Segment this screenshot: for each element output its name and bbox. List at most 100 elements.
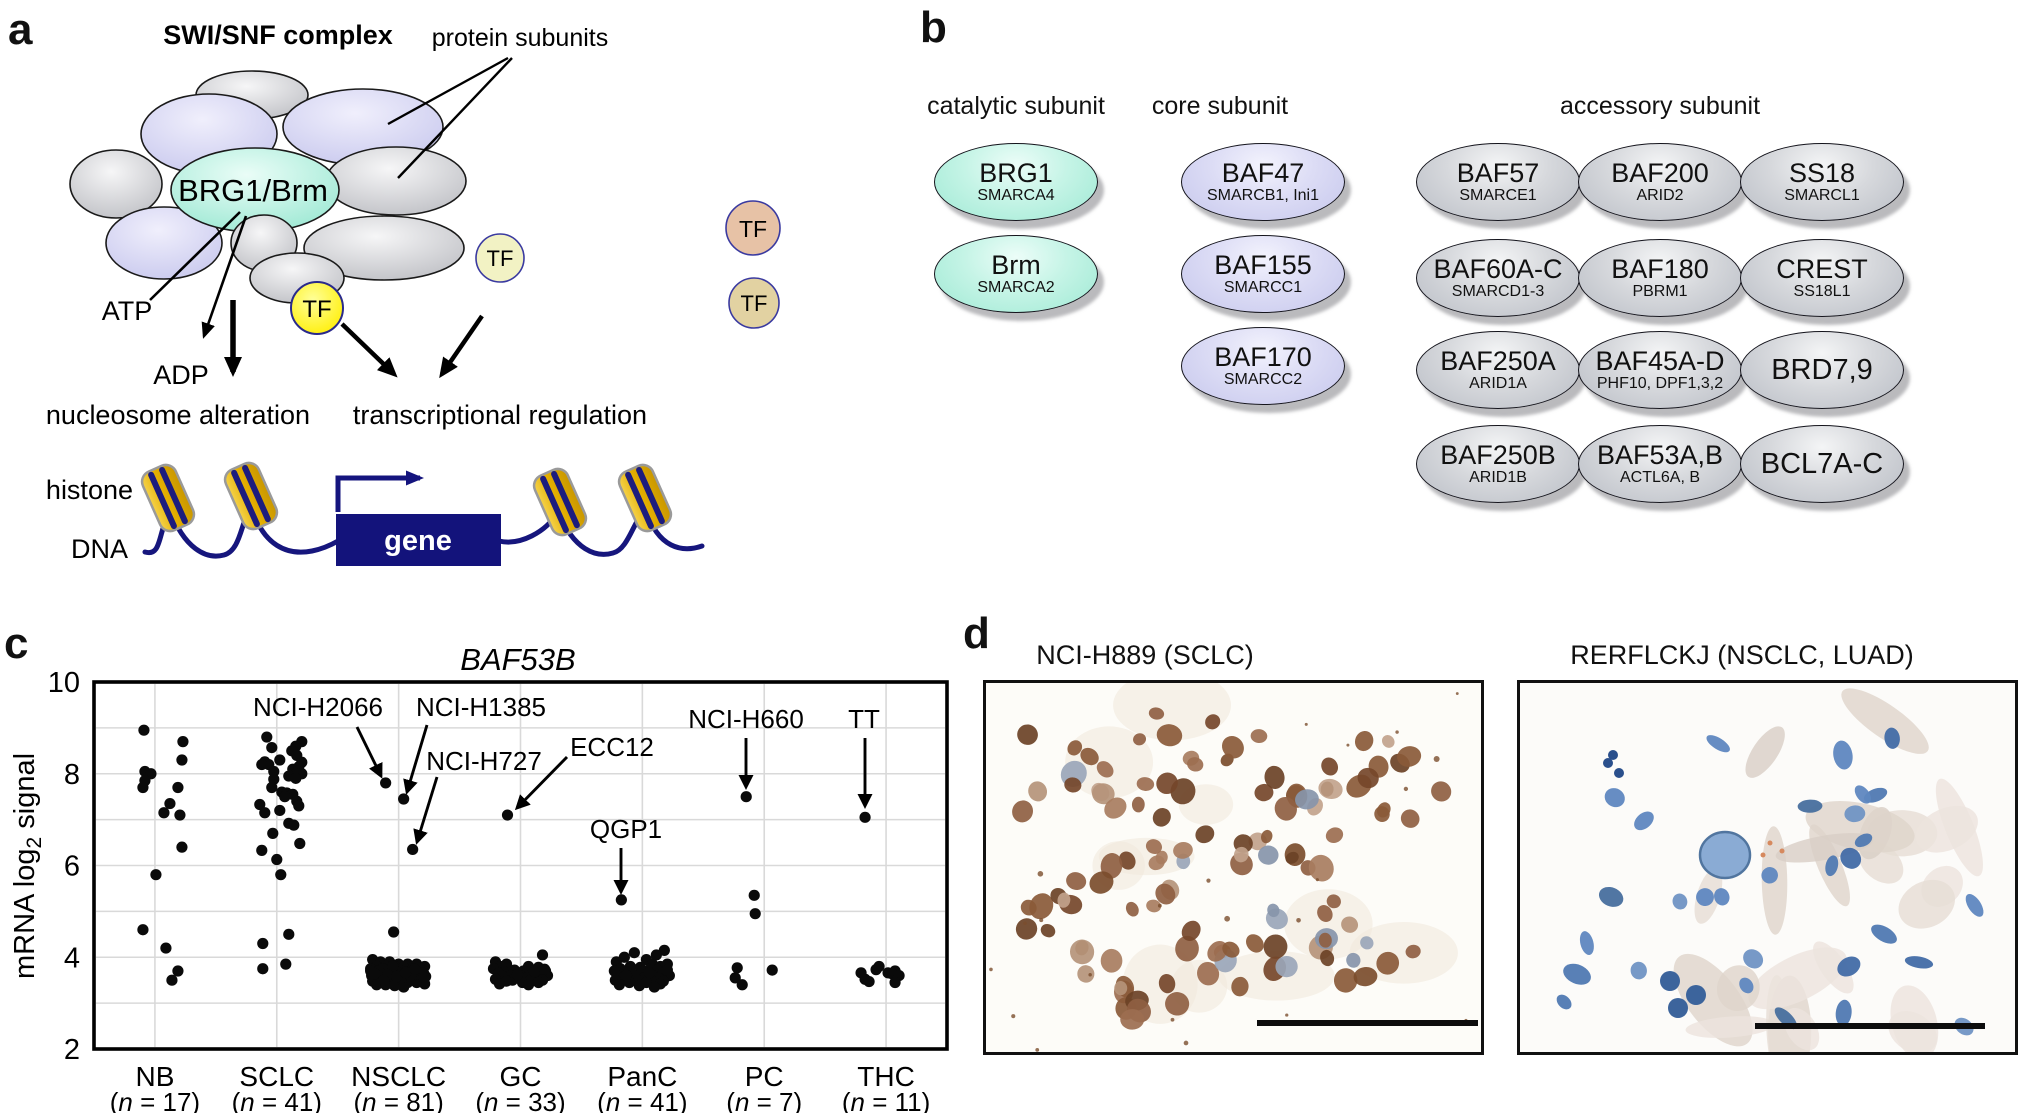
data-point-SCLC [290,772,302,784]
complex-subunit-ellipse [105,206,223,280]
subunit-alias: PBRM1 [1632,282,1688,300]
transcriptional-regulation-label: transcriptional regulation [353,400,647,430]
data-point-GC [522,979,535,991]
data-point-SCLC [271,853,283,866]
subunit-name: BAF60A-C [1433,254,1563,285]
subunit-oval-bcl7a-c: BCL7A-C [1740,425,1904,503]
data-point-THC [859,811,871,823]
subunit-name: BAF200 [1611,158,1709,189]
data-point-NB [172,965,184,977]
data-point-SCLC [254,798,266,811]
subunit-alias: SMARCE1 [1459,186,1537,204]
data-point-NB [177,736,189,748]
data-point-PanC [661,964,673,976]
data-point-PC [748,889,760,901]
subunit-alias: SMARCD1-3 [1451,282,1545,300]
nucleosome [140,463,196,533]
panel-b-label: b [920,3,947,52]
x-category-label: NSCLC [351,1061,446,1092]
x-category-n: (n = 41) [597,1087,687,1113]
data-point-NB [176,841,188,853]
subunit-name: BAF47 [1221,158,1305,189]
subunit-name: BAF180 [1611,254,1709,285]
annotation-arrow [413,776,439,845]
annotation-arrow [355,726,383,779]
transcription-start-arrow [335,470,424,512]
subunit-alias: SMARCA4 [977,186,1055,204]
dna-strand [496,506,705,557]
data-point-PC [766,964,778,976]
chart-title: BAF53B [460,642,575,677]
data-point-NB [137,924,149,936]
data-point-NB [158,807,170,819]
subunit-name: BCL7A-C [1760,447,1884,480]
data-point-PanC [643,967,655,979]
annotation-label: NCI-H727 [426,746,542,776]
data-point-NB [150,869,162,881]
core-subunit-header: core subunit [1151,92,1289,120]
subunit-name: BAF53A,B [1596,440,1724,471]
subunit-oval-brd7-9: BRD7,9 [1740,331,1904,409]
tf-circle-gold [728,277,780,329]
catalytic-subunit-header: catalytic subunit [927,92,1105,120]
data-point-PC [740,791,752,803]
annotation-arrow [514,755,569,811]
data-point-THC [863,975,875,988]
data-point-SCLC [259,807,271,819]
subunit-alias: SS18L1 [1793,282,1851,300]
annotation-label: NCI-H2066 [253,692,383,722]
atp-label: ATP [102,296,153,326]
y-tick-label: 4 [64,942,80,974]
tf-regulation-arrow [439,314,484,379]
panel-a-label: a [8,5,33,54]
nucleosome [223,461,279,531]
data-point-NB [174,809,186,821]
annotation-label: NCI-H1385 [416,692,546,722]
data-point-SCLC [261,731,273,743]
x-category-n: (n = 7) [726,1087,802,1113]
data-point-NSCLC [398,793,410,805]
x-category-n: (n = 17) [110,1087,200,1113]
right-image-title: RERFLCKJ (NSCLC, LUAD) [1570,640,1914,670]
brg1-brm-label: BRG1/Brm [178,173,328,208]
subunit-alias: ARID1A [1469,374,1527,392]
tf-label: TF [741,291,768,316]
data-point-PanC [650,949,662,961]
data-point-SCLC [288,819,300,831]
data-point-GC [536,949,549,961]
subunit-alias: SMARCC1 [1223,278,1303,296]
data-point-NSCLC [380,777,392,789]
subunit-name: BAF170 [1214,342,1312,373]
data-point-SCLC [274,804,286,817]
swisnf-diagram: SWI/SNF complex protein subunits BRG1/Br… [46,20,781,566]
protein-subunits-label: protein subunits [432,24,609,52]
y-tick-label: 8 [64,759,80,791]
adp-arrow [201,215,248,339]
x-category-label: NB [135,1061,174,1092]
annotation-label: QGP1 [590,814,662,844]
x-category-n: (n = 81) [353,1087,443,1113]
complex-subunit-ellipse [325,146,467,216]
nucleosome [617,463,673,533]
data-point-NSCLC [398,981,410,993]
left-image-title: NCI-H889 (SCLC) [1036,640,1254,670]
data-point-GC [501,809,514,821]
data-point-SCLC [256,844,268,856]
data-point-SCLC [257,937,269,950]
scale-bar-left [1257,1020,1478,1026]
y-axis-label: mRNA log2 signal [9,753,46,979]
data-point-PanC [620,970,632,982]
atp-pointer [149,211,241,301]
nucleosome-alteration-label: nucleosome alteration [46,400,310,430]
protein-subunits-pointer [397,57,513,179]
